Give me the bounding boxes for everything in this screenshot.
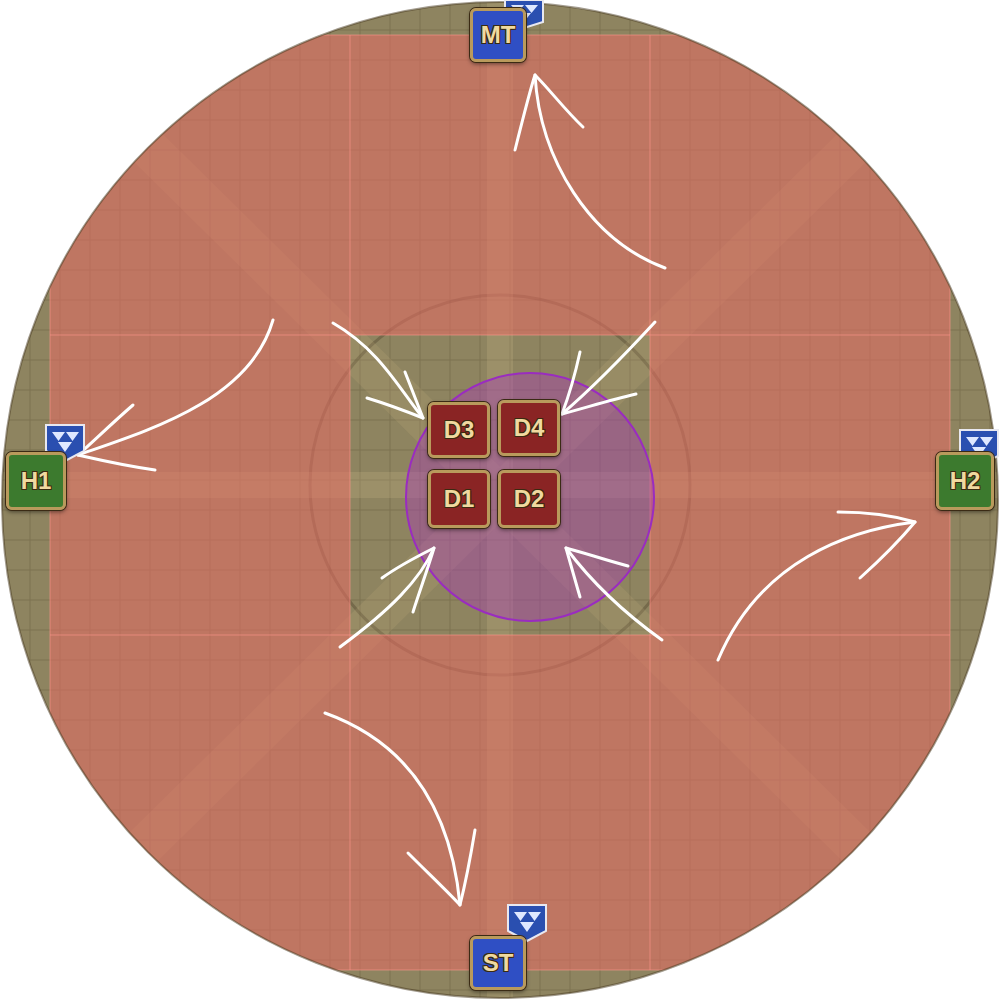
tank-marker: MT (470, 8, 526, 62)
healer-marker: H1 (6, 452, 66, 510)
role-label: MT (481, 23, 516, 47)
role-label: H2 (950, 469, 981, 493)
role-label: ST (483, 951, 514, 975)
tank-marker: ST (470, 936, 526, 990)
role-label: H1 (21, 469, 52, 493)
role-label: D4 (514, 416, 545, 440)
dps-marker: D2 (498, 470, 560, 528)
role-label: D1 (444, 487, 475, 511)
role-label: D3 (444, 418, 475, 442)
danger-circle (406, 373, 654, 621)
dps-marker: D3 (428, 402, 490, 458)
movement-arrows (78, 75, 915, 905)
role-label: D2 (514, 487, 545, 511)
healer-marker: H2 (936, 452, 994, 510)
dps-marker: D1 (428, 470, 490, 528)
dps-marker: D4 (498, 400, 560, 456)
